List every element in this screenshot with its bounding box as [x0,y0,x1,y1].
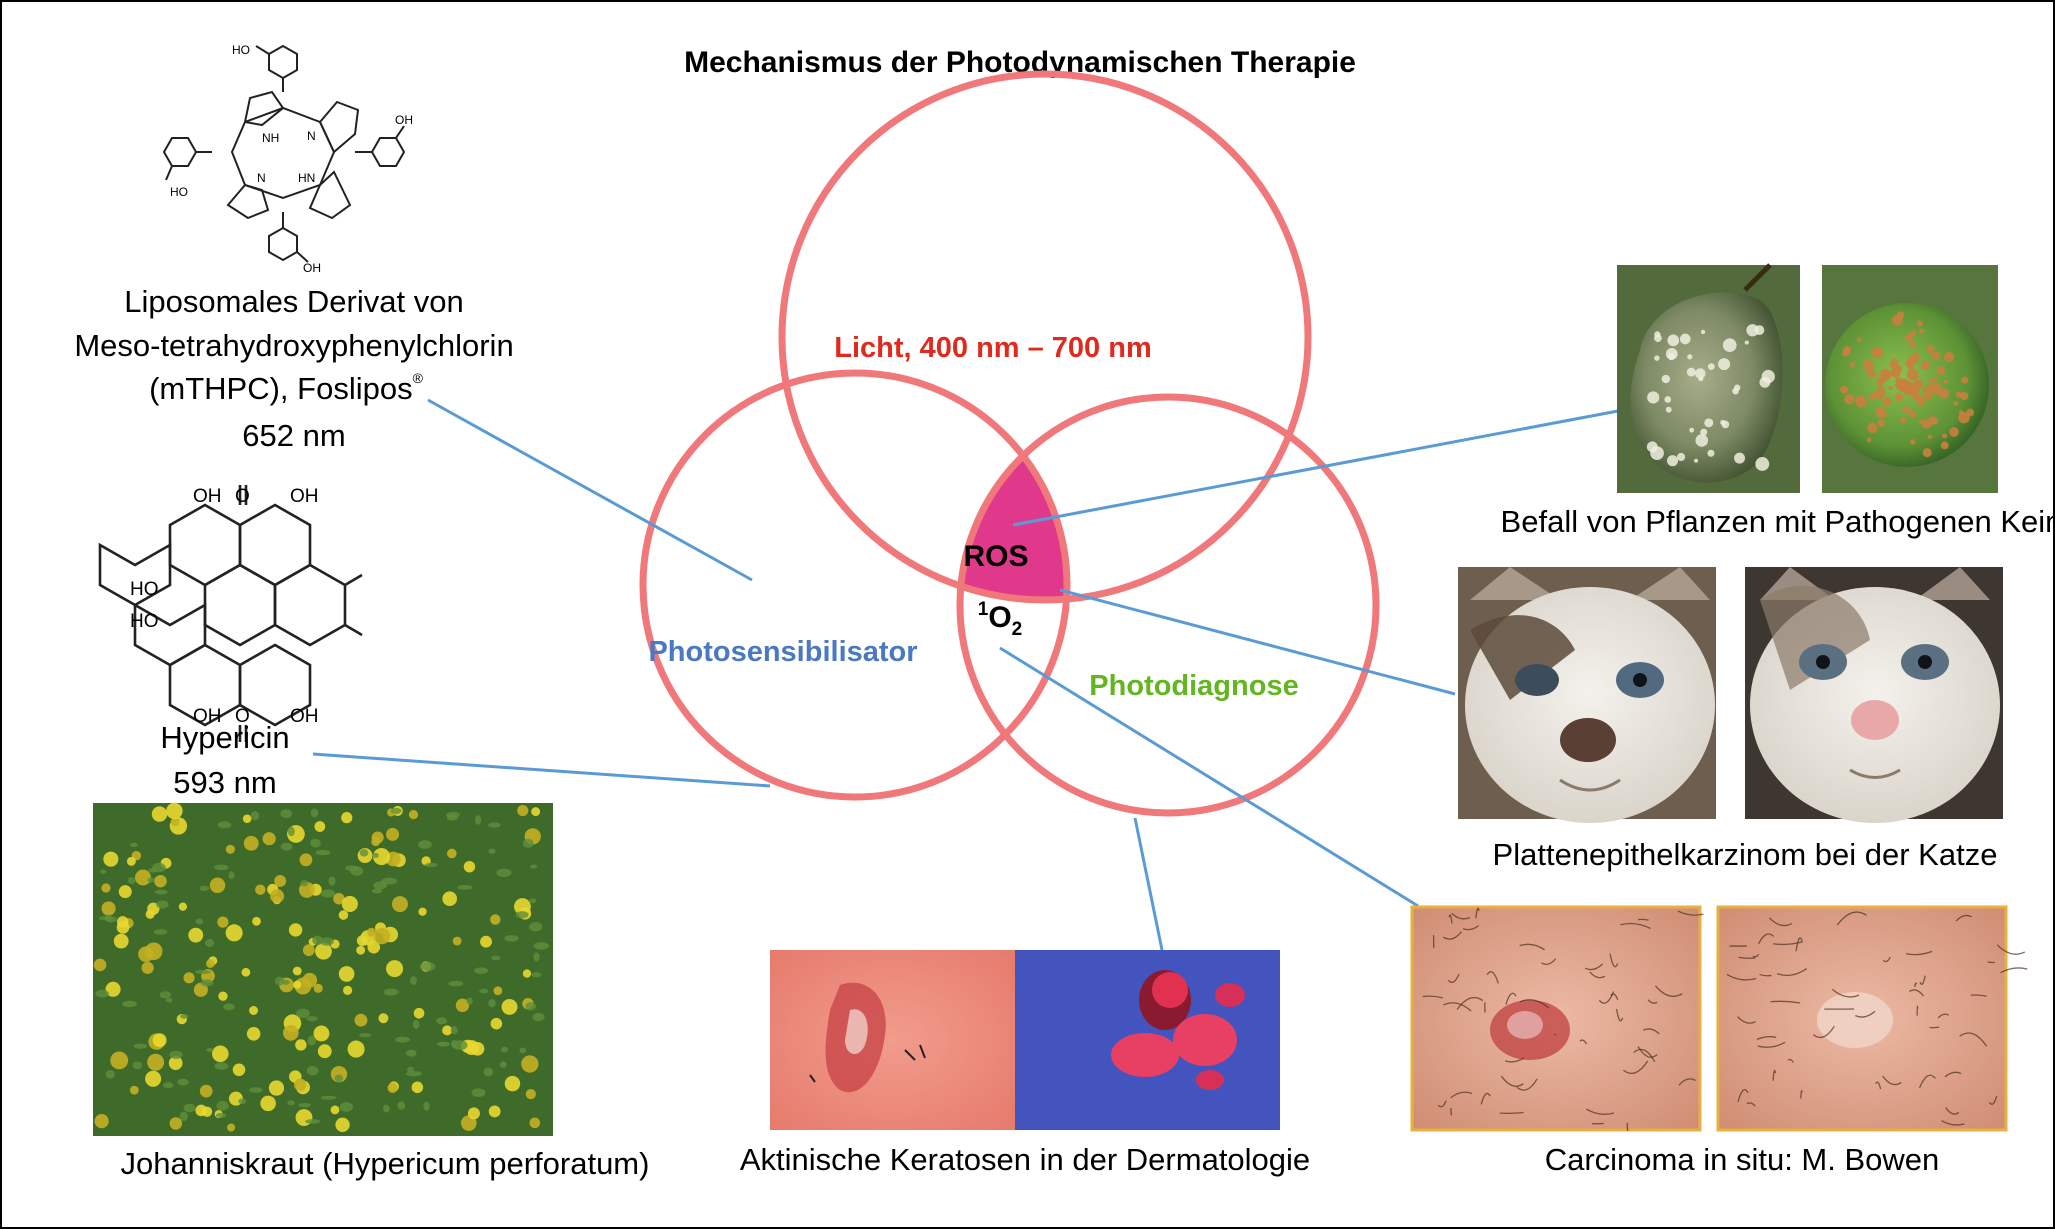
photo-skin-after [1716,905,2028,1132]
venn-diagram: Licht, 400 nm – 700 nm Photosensibilisat… [639,70,1380,817]
venn-label-photosensitizer: Photosensibilisator [648,636,917,668]
photo-cat-after [1745,567,2003,823]
mthpc-hn: HN [298,171,315,185]
hypericin-oh-2: OH [290,486,319,507]
photo-keratosis [770,950,1015,1130]
photo-johanniskraut [93,802,553,1136]
venn-circle-photodiagnosis [956,393,1380,817]
photo-pear [1617,263,1800,493]
caption-keratosen: Aktinische Keratosen in der Dermatologie [740,1142,1310,1177]
mthpc-oh-right: OH [395,113,413,127]
venn-label-light: Licht, 400 nm – 700 nm [834,332,1152,364]
mthpc-line2: Meso-tetrahydroxyphenylchlorin [74,328,513,363]
mthpc-line3: (mTHPC), Foslipos® [149,370,424,406]
caption-pflanzen: Befall von Pflanzen mit Pathogenen Keime… [1501,504,2055,539]
connector-hypericin [312,752,771,788]
connector-lines [312,398,1619,951]
hypericin-ho-2: HO [130,611,159,632]
singlet-oxygen-label: 1O2 [978,599,1023,640]
connector-bowen [999,646,1419,908]
mthpc-line1: Liposomales Derivat von [124,284,463,319]
caption-katze: Plattenepithelkarzinom bei der Katze [1493,837,1998,872]
hypericin-oh-4: OH [290,706,319,727]
mthpc-caption: Liposomales Derivat von Meso-tetrahydrox… [74,284,513,453]
mthpc-n1: N [307,129,316,143]
hypericin-name: Hypericin [160,720,289,755]
connector-keratoses [1133,817,1164,951]
ros-label: ROS [963,540,1028,573]
photo-orange [1822,265,1998,493]
mthpc-oh-top: HO [232,43,250,57]
photo-fluorescence [1015,950,1280,1130]
hypericin-oh-1: OH [193,486,222,507]
hypericin-oh-3: OH [193,706,222,727]
mthpc-structure: HO OH HO OH NH HN N N [162,43,413,275]
mthpc-oh-bottom: OH [303,261,321,275]
hypericin-o-bottom: O [235,706,250,727]
connector-plants [1012,409,1619,527]
mthpc-nh: NH [262,131,279,145]
venn-circle-photosensitizer [639,369,1071,801]
photo-cat-before [1458,567,1716,823]
mthpc-wavelength: 652 nm [242,418,345,453]
hypericin-ho-1: HO [130,579,159,600]
venn-label-photodiagnosis: Photodiagnose [1089,670,1298,702]
venn-circle-light [778,70,1312,604]
photo-skin-before [1410,905,1704,1132]
mthpc-oh-left: HO [170,185,188,199]
connector-cat [1059,588,1456,696]
caption-johanniskraut: Johanniskraut (Hypericum perforatum) [121,1146,650,1181]
connector-mthpc [427,398,753,582]
hypericin-wavelength: 593 nm [173,765,276,800]
hypericin-o-top: O [235,486,250,507]
mthpc-n2: N [257,171,266,185]
caption-bowen: Carcinoma in situ: M. Bowen [1545,1142,1940,1177]
hypericin-structure: OH O OH HO HO OH O OH [98,485,363,742]
